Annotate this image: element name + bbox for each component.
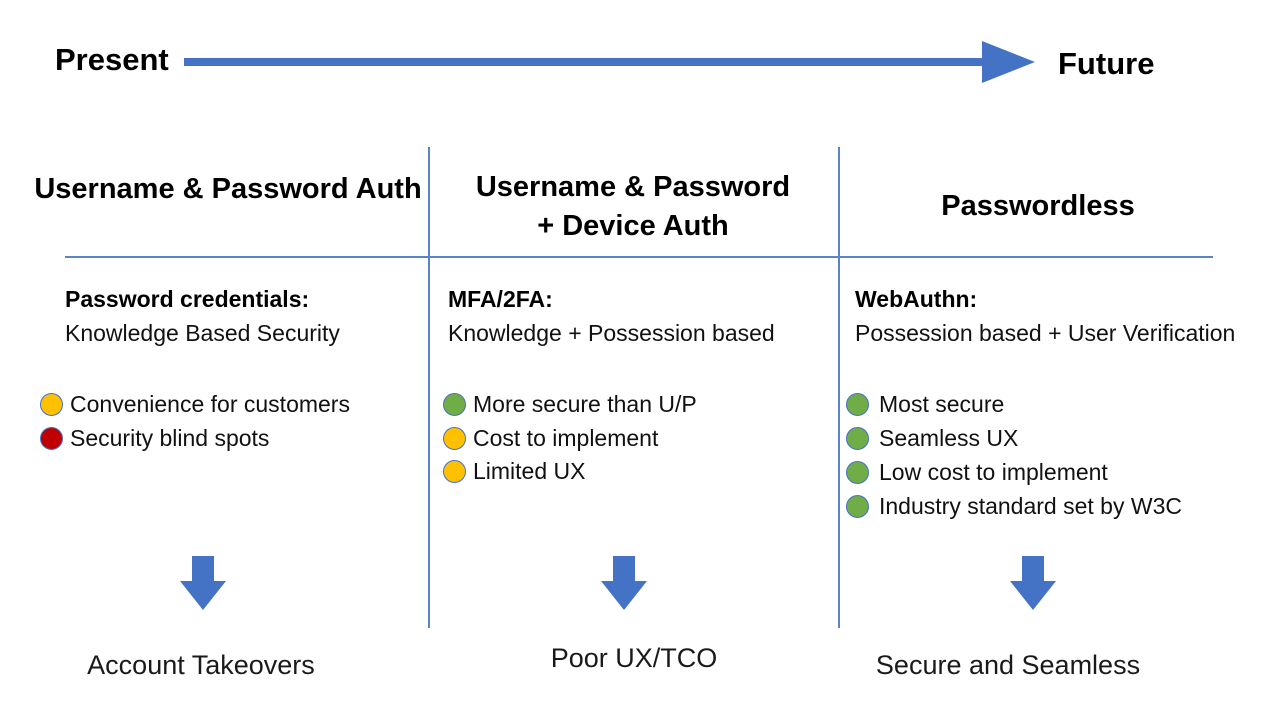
status-dot-icon [443, 459, 466, 483]
status-dot-icon [40, 426, 63, 450]
status-dot-icon [846, 460, 869, 484]
bullet-list-webauthn: Most secure Seamless UX Low cost to impl… [846, 388, 1182, 523]
method-description: Knowledge Based Security [65, 320, 340, 346]
list-item: Seamless UX [846, 422, 1182, 455]
method-description: Knowledge + Possession based [448, 320, 775, 346]
status-dot-icon [443, 393, 466, 417]
header-separator-line [65, 256, 1213, 258]
list-item: Industry standard set by W3C [846, 489, 1182, 522]
column-title-passwordless: Passwordless [941, 190, 1135, 222]
list-item: Convenience for customers [40, 388, 350, 421]
bullet-label: Seamless UX [879, 424, 1019, 451]
column-divider-line-2 [838, 147, 840, 628]
method-block-mfa: MFA/2FA: Knowledge + Possession based [448, 282, 775, 350]
bullet-label: Convenience for customers [70, 391, 350, 418]
method-label: WebAuthn: [855, 286, 978, 312]
list-item: Cost to implement [443, 421, 697, 454]
down-arrow-icon [601, 556, 647, 610]
method-description: Possession based + User Verification [855, 320, 1236, 346]
list-item: More secure than U/P [443, 388, 697, 421]
outcome-label-account-takeovers: Account Takeovers [87, 650, 315, 680]
column-title-username-password: Username & Password Auth [34, 173, 422, 205]
timeline-arrow-shaft [184, 58, 982, 66]
list-item: Low cost to implement [846, 456, 1182, 489]
column-divider-line-1 [428, 147, 430, 628]
bullet-list-password: Convenience for customers Security blind… [40, 388, 350, 455]
status-dot-icon [443, 426, 466, 450]
down-arrow-stem [192, 556, 214, 581]
list-item: Limited UX [443, 455, 697, 488]
status-dot-icon [846, 426, 869, 450]
timeline-arrow-head-icon [982, 41, 1035, 83]
list-item: Security blind spots [40, 421, 350, 454]
down-arrow-head [601, 581, 647, 610]
down-arrow-icon [1010, 556, 1056, 610]
down-arrow-stem [613, 556, 635, 581]
column-title-device-auth: Username & Password + Device Auth [475, 171, 791, 242]
method-block-password: Password credentials: Knowledge Based Se… [65, 282, 340, 350]
down-arrow-stem [1022, 556, 1044, 581]
status-dot-icon [40, 393, 63, 417]
method-label: Password credentials: [65, 286, 310, 312]
bullet-label: Security blind spots [70, 424, 270, 451]
list-item: Most secure [846, 388, 1182, 421]
status-dot-icon [846, 494, 869, 518]
method-label: MFA/2FA: [448, 286, 553, 312]
bullet-label: Low cost to implement [879, 458, 1108, 485]
down-arrow-head [1010, 581, 1056, 610]
bullet-label: More secure than U/P [473, 391, 697, 418]
down-arrow-head [180, 581, 226, 610]
method-block-webauthn: WebAuthn: Possession based + User Verifi… [855, 282, 1235, 350]
bullet-label: Most secure [879, 391, 1005, 418]
bullet-list-mfa: More secure than U/P Cost to implement L… [443, 388, 697, 488]
status-dot-icon [846, 393, 869, 417]
bullet-label: Industry standard set by W3C [879, 492, 1182, 519]
outcome-label-secure-seamless: Secure and Seamless [875, 650, 1141, 680]
future-label: Future [1058, 46, 1155, 81]
present-label: Present [55, 42, 169, 77]
bullet-label: Cost to implement [473, 424, 659, 451]
down-arrow-icon [180, 556, 226, 610]
bullet-label: Limited UX [473, 457, 586, 484]
outcome-label-poor-ux-tco: Poor UX/TCO [550, 643, 718, 673]
